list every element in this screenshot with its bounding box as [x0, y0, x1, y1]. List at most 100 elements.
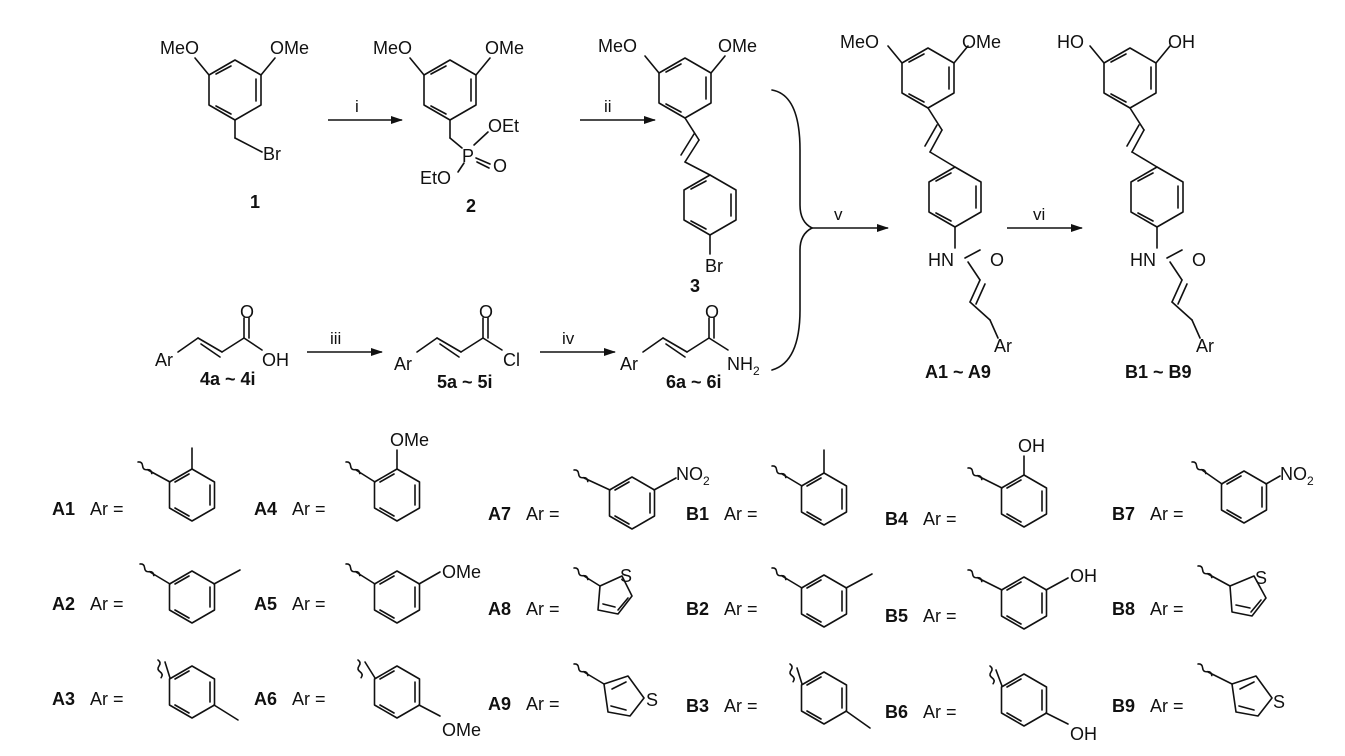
variant-id: A4 [254, 499, 277, 519]
cl-label: Cl [503, 350, 520, 370]
ar-equals: Ar = [90, 689, 124, 709]
ar-equals: Ar = [90, 594, 124, 614]
variant-A9: A9 Ar = S [488, 662, 658, 717]
nh-part: NH [727, 354, 753, 374]
s-label: S [1255, 568, 1267, 588]
ar-label: Ar [994, 336, 1012, 356]
variant-id: B1 [686, 504, 709, 524]
variant-id: A7 [488, 504, 511, 524]
meo-label: MeO [373, 38, 412, 58]
variant-A8: A8 Ar = S [488, 566, 633, 619]
meo-label: MeO [598, 36, 637, 56]
variant-B5: B5 Ar = OH [885, 566, 1097, 630]
ome-label: OMe [962, 32, 1001, 52]
variant-A4: A4 Ar = OMe [254, 430, 429, 522]
ho-label: HO [1057, 32, 1084, 52]
ar-label: Ar [155, 350, 173, 370]
ome-label: OMe [390, 430, 429, 450]
variant-id: A5 [254, 594, 277, 614]
oh-label: OH [1018, 436, 1045, 456]
bracket-top [771, 89, 813, 229]
compound-1: MeO OMe Br 1 [160, 38, 309, 212]
br-label: Br [705, 256, 723, 276]
variant-id: A9 [488, 694, 511, 714]
variant-A3: A3 Ar = [52, 658, 239, 721]
br-label: Br [263, 144, 281, 164]
compound-B: HO OH HN O Ar B1 ~ B9 [1057, 32, 1214, 382]
ar-label: Ar [1196, 336, 1214, 356]
oh-label: OH [1070, 724, 1097, 744]
oh-label: OH [1070, 566, 1097, 586]
variant-id: B4 [885, 509, 908, 529]
variant-A1: A1 Ar = [52, 447, 216, 522]
variant-id: A3 [52, 689, 75, 709]
variant-id: A1 [52, 499, 75, 519]
variant-id: B9 [1112, 696, 1135, 716]
ome-label: OMe [485, 38, 524, 58]
ar-equals: Ar = [292, 594, 326, 614]
no-part: NO [676, 464, 703, 484]
bracket-bottom [771, 227, 813, 371]
o-label: O [990, 250, 1004, 270]
compound-label-A: A1 ~ A9 [925, 362, 991, 382]
ar-equals: Ar = [90, 499, 124, 519]
no-sub: 2 [703, 474, 710, 488]
o-label: O [1192, 250, 1206, 270]
compound-label-4: 4a ~ 4i [200, 369, 256, 389]
oh-label: OH [1168, 32, 1195, 52]
nh-sub: 2 [753, 364, 760, 378]
p-label: P [462, 146, 474, 166]
no-sub: 2 [1307, 474, 1314, 488]
s-label: S [646, 690, 658, 710]
ar-equals: Ar = [1150, 599, 1184, 619]
variant-B1: B1 Ar = [686, 449, 848, 526]
variant-id: B3 [686, 696, 709, 716]
ome-label: OMe [442, 562, 481, 582]
ar-equals: Ar = [923, 606, 957, 626]
ar-equals: Ar = [292, 499, 326, 519]
compound-4: Ar O OH 4a ~ 4i [155, 302, 289, 389]
ar-equals: Ar = [724, 504, 758, 524]
ome-label: OMe [442, 720, 481, 740]
compound-label-6: 6a ~ 6i [666, 372, 722, 392]
reagent-i: i [355, 97, 359, 116]
variant-A5: A5 Ar = OMe [254, 562, 481, 624]
compound-6: Ar O NH2 6a ~ 6i [620, 302, 760, 392]
reagent-vi: vi [1033, 205, 1045, 224]
no2-label: NO2 [1280, 464, 1314, 488]
s-label: S [620, 566, 632, 586]
ar-equals: Ar = [724, 599, 758, 619]
variant-A6: A6 Ar = OMe [254, 658, 481, 740]
hn-label: HN [928, 250, 954, 270]
variant-B4: B4 Ar = OH [885, 436, 1048, 529]
variant-B7: B7 Ar = NO2 [1112, 460, 1314, 524]
ar-equals: Ar = [526, 599, 560, 619]
variant-B8: B8 Ar = S [1112, 564, 1267, 619]
reagent-ii: ii [604, 97, 612, 116]
variant-id: A6 [254, 689, 277, 709]
ar-equals: Ar = [923, 509, 957, 529]
variant-id: B2 [686, 599, 709, 619]
compound-label-2: 2 [466, 196, 476, 216]
variant-id: B6 [885, 702, 908, 722]
oet-label: OEt [488, 116, 519, 136]
variant-id: A8 [488, 599, 511, 619]
ar-equals: Ar = [1150, 696, 1184, 716]
meo-label: MeO [840, 32, 879, 52]
reagent-iii: iii [330, 329, 341, 348]
compound-2: MeO OMe P OEt EtO O 2 [373, 38, 524, 216]
variant-B6: B6 Ar = OH [885, 664, 1097, 744]
meo-label: MeO [160, 38, 199, 58]
ome-label: OMe [718, 36, 757, 56]
ar-equals: Ar = [1150, 504, 1184, 524]
variant-id: B8 [1112, 599, 1135, 619]
eto-label: EtO [420, 168, 451, 188]
hn-label: HN [1130, 250, 1156, 270]
variant-B9: B9 Ar = S [1112, 662, 1285, 717]
o-label: O [240, 302, 254, 322]
compound-label-5: 5a ~ 5i [437, 372, 493, 392]
ar-equals: Ar = [292, 689, 326, 709]
compound-A: MeO OMe HN O Ar A1 ~ A9 [840, 32, 1012, 382]
ar-equals: Ar = [724, 696, 758, 716]
